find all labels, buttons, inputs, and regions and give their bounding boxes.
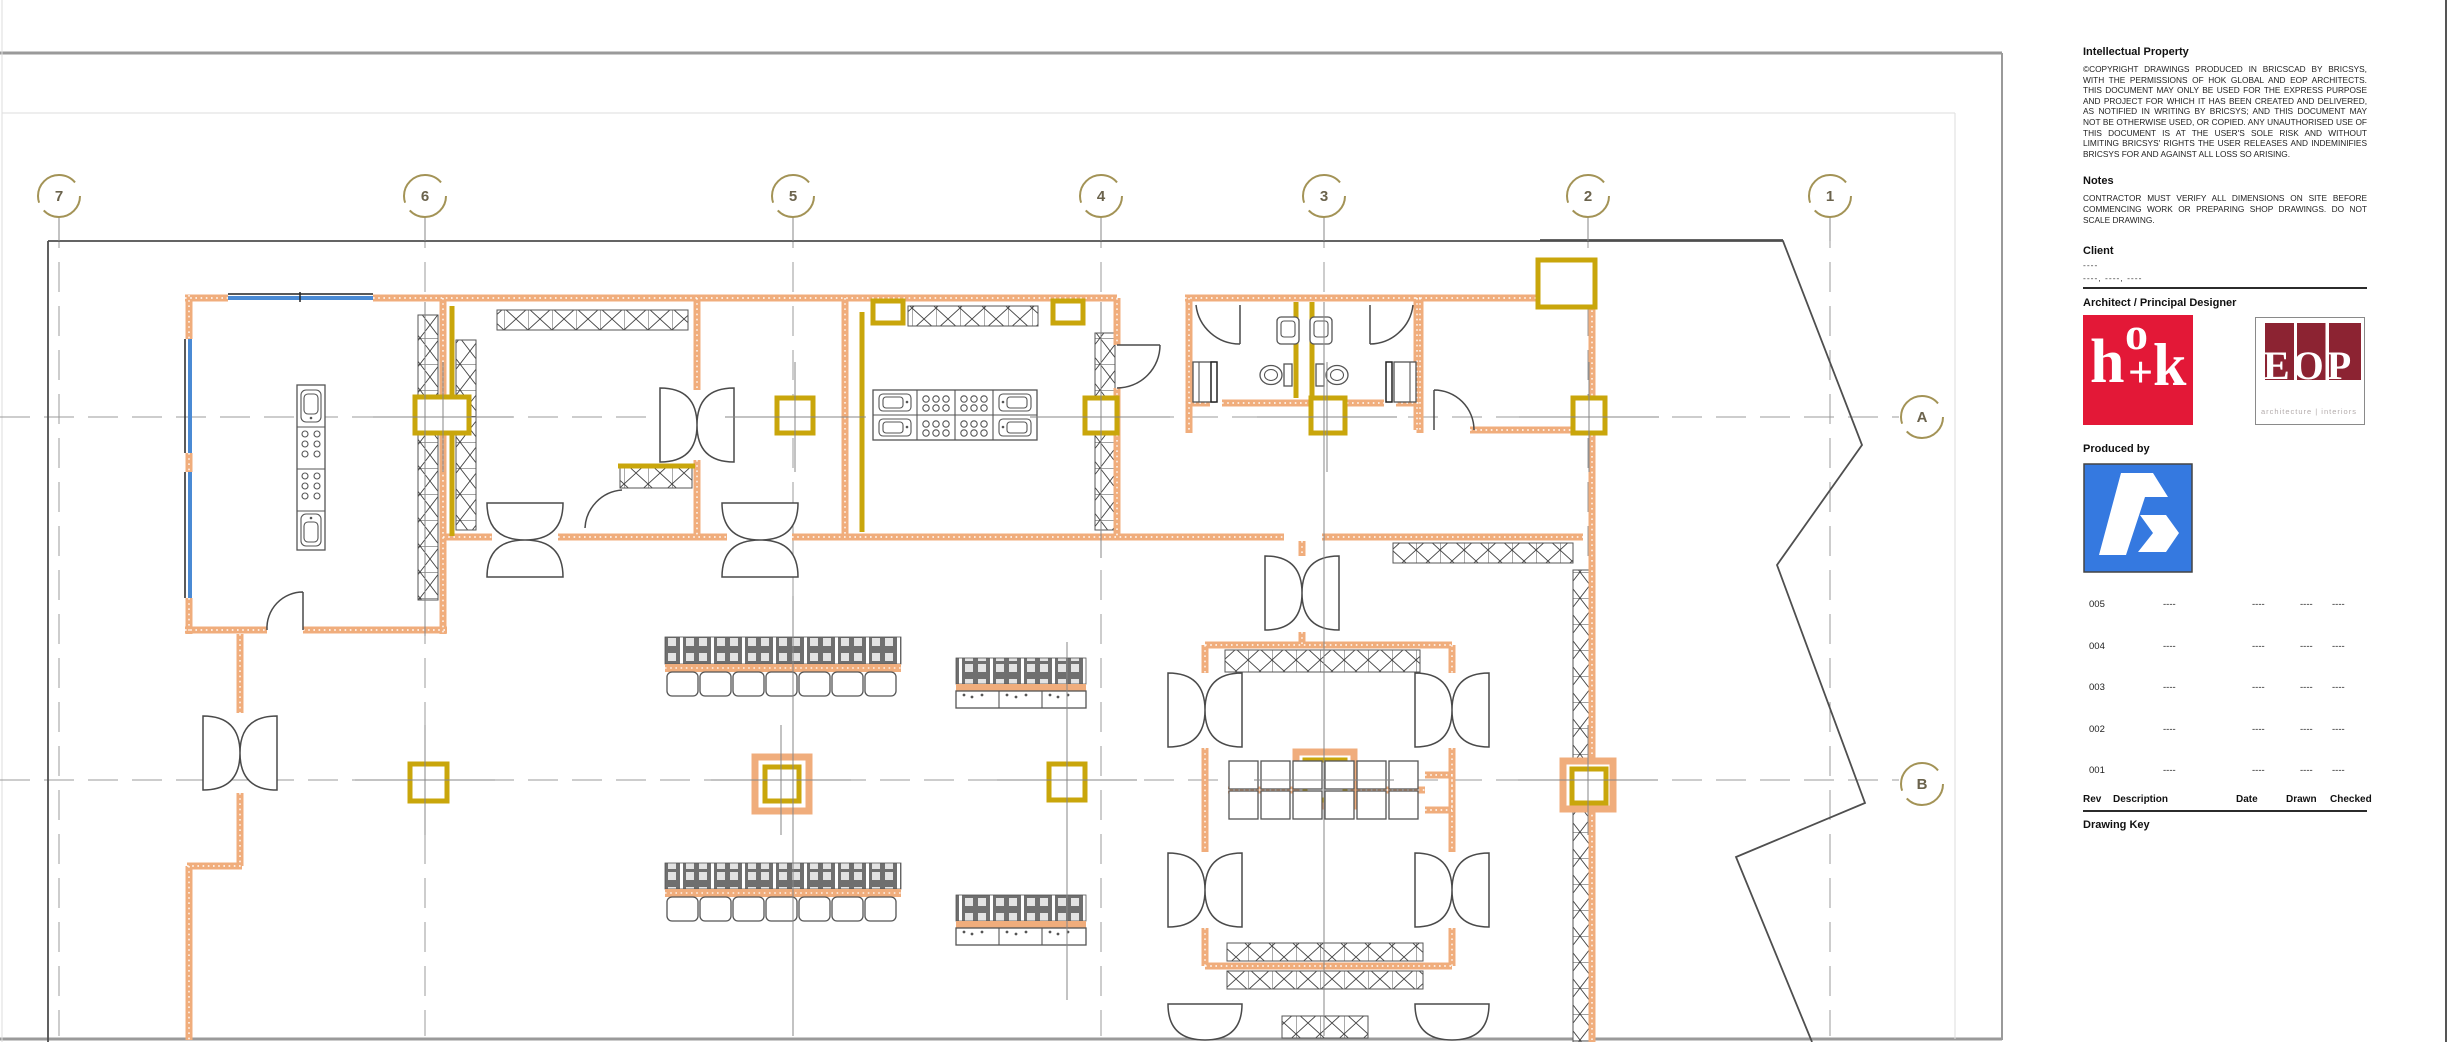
lockers	[1228, 760, 1419, 820]
drawing-key-heading: Drawing Key	[2083, 819, 2150, 832]
grid-crosshairs	[58, 217, 1831, 1036]
svg-text:4: 4	[1097, 188, 1106, 205]
revision-row: 005 ---- ---- ---- ----	[2089, 599, 2345, 611]
grid-bubble-1: 1	[1808, 174, 1852, 218]
svg-text:2: 2	[1584, 188, 1592, 205]
grid-bubble-7: 7	[37, 174, 81, 218]
grid-bubble-A: A	[1900, 395, 1944, 439]
client-line-1: ----	[2083, 260, 2099, 271]
grid-bubble-2: 2	[1566, 174, 1610, 218]
grid-bubble-3: 3	[1302, 174, 1346, 218]
title-block: Intellectual Property ©COPYRIGHT DRAWING…	[2076, 0, 2376, 1042]
grid-bubble-B: B	[1900, 762, 1944, 806]
notes-heading: Notes	[2083, 175, 2114, 188]
grid-lines	[0, 218, 1899, 1036]
revision-table: 005 ---- ---- ---- ---- 004 ---- ---- --…	[2083, 599, 2367, 777]
revision-row: 001 ---- ---- ---- ----	[2089, 765, 2345, 777]
svg-text:A: A	[1917, 409, 1928, 426]
divider	[2083, 810, 2367, 813]
client-line-2: ----, ----, ----	[2083, 273, 2143, 284]
client-heading: Client	[2083, 245, 2114, 258]
break-line	[47, 240, 1867, 1042]
svg-text:1: 1	[1826, 188, 1834, 205]
bricscad-logo	[2083, 463, 2193, 573]
eop-logo-bars	[2265, 323, 2361, 381]
eop-caption: architecture | interiors	[2261, 407, 2357, 417]
hok-logo: h o + k	[2083, 315, 2193, 426]
eop-logo: EOP architecture | interiors	[2255, 317, 2365, 426]
grid-bubbles: 7 6 5 4 3 2 1 A B	[37, 174, 1944, 806]
kitchen-islands	[296, 384, 1038, 551]
svg-text:6: 6	[421, 188, 429, 205]
revision-row: 004 ---- ---- ---- ----	[2089, 640, 2345, 652]
doors	[202, 304, 1490, 1041]
svg-text:B: B	[1917, 776, 1928, 793]
lab-benches	[664, 636, 1087, 946]
grid-bubble-4: 4	[1079, 174, 1123, 218]
ip-heading: Intellectual Property	[2083, 46, 2189, 58]
revision-row: 003 ---- ---- ---- ----	[2089, 682, 2345, 694]
toilet-fixtures	[1192, 316, 1417, 403]
architect-heading: Architect / Principal Designer	[2083, 297, 2237, 310]
revision-row: 002 ---- ---- ---- ----	[2089, 723, 2345, 735]
svg-text:3: 3	[1320, 188, 1328, 205]
revision-table-header: Rev Description Date Drawn Checked	[2083, 794, 2372, 806]
svg-text:5: 5	[789, 188, 797, 205]
produced-by-heading: Produced by	[2083, 443, 2150, 456]
grid-bubble-6: 6	[403, 174, 447, 218]
divider	[2083, 287, 2367, 290]
svg-text:7: 7	[55, 188, 63, 205]
glazing	[184, 292, 373, 598]
ip-body: ©COPYRIGHT DRAWINGS PRODUCED IN BRICSCAD…	[2083, 64, 2367, 159]
notes-body: CONTRACTOR MUST VERIFY ALL DIMENSIONS ON…	[2083, 193, 2367, 225]
architect-logos: h o + k EOP architecture | interiors	[2083, 313, 2367, 426]
grid-bubble-5: 5	[771, 174, 815, 218]
